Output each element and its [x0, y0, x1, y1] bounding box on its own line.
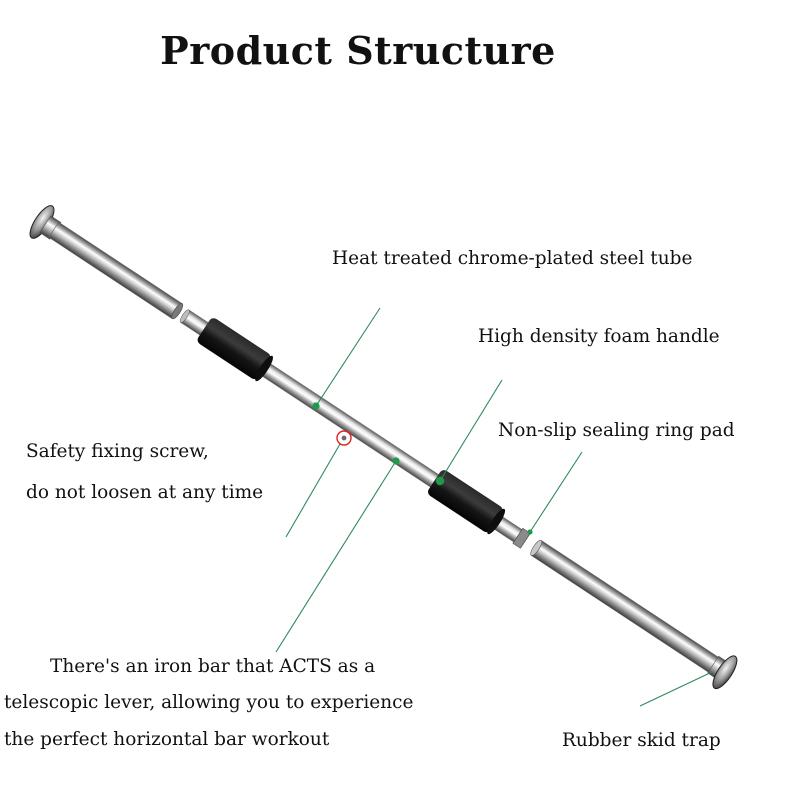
left-tube-end: [171, 303, 184, 320]
leader-line-sealing-ring: [529, 451, 583, 533]
label-iron-bar-line3: the perfect horizontal bar workout: [4, 729, 330, 750]
safety-screw-marker: [336, 430, 352, 446]
leader-lines: [275, 307, 713, 707]
foam-handle-left: [197, 318, 271, 380]
leader-line-iron-bar: [275, 460, 397, 653]
foam-handle-right: [428, 470, 503, 533]
label-iron-bar-line1: There's an iron bar that ACTS as a: [50, 656, 376, 677]
foam-handle-left-end: [255, 355, 273, 382]
label-skid-trap: Rubber skid trap: [562, 730, 721, 751]
leader-dot-iron-bar: [392, 457, 400, 465]
leader-dots: [312, 402, 533, 535]
leader-line-foam-handle: [439, 379, 503, 482]
middle-tube-start: [179, 309, 190, 323]
label-steel-tube: Heat treated chrome-plated steel tube: [332, 248, 693, 269]
label-fixing-screw-line1: Safety fixing screw,: [26, 441, 209, 462]
leader-dot-foam-handle: [435, 476, 445, 486]
sealing-ring: [512, 527, 531, 549]
label-fixing-screw-line2: do not loosen at any time: [26, 482, 264, 503]
outer-steel-tube-left: [48, 221, 183, 320]
leader-line-steel-tube: [315, 307, 381, 407]
label-foam-handle: High density foam handle: [478, 326, 720, 347]
page-title: Product Structure: [160, 28, 556, 73]
safety-screw-icon: [341, 435, 347, 441]
right-end-cap: [712, 655, 738, 690]
right-tube-start: [530, 539, 543, 556]
leader-dot-sealing-ring: [527, 529, 533, 535]
leader-dot-steel-tube: [312, 402, 320, 410]
label-sealing-ring: Non-slip sealing ring pad: [498, 420, 735, 441]
pull-up-bar: [29, 205, 738, 690]
leader-line-fixing-screw: [285, 443, 341, 538]
outer-steel-tube-right: [530, 539, 722, 675]
foam-handle-right-end: [487, 508, 506, 535]
label-iron-bar-line2: telescopic lever, allowing you to experi…: [4, 692, 414, 713]
leader-line-skid-trap: [639, 671, 713, 707]
